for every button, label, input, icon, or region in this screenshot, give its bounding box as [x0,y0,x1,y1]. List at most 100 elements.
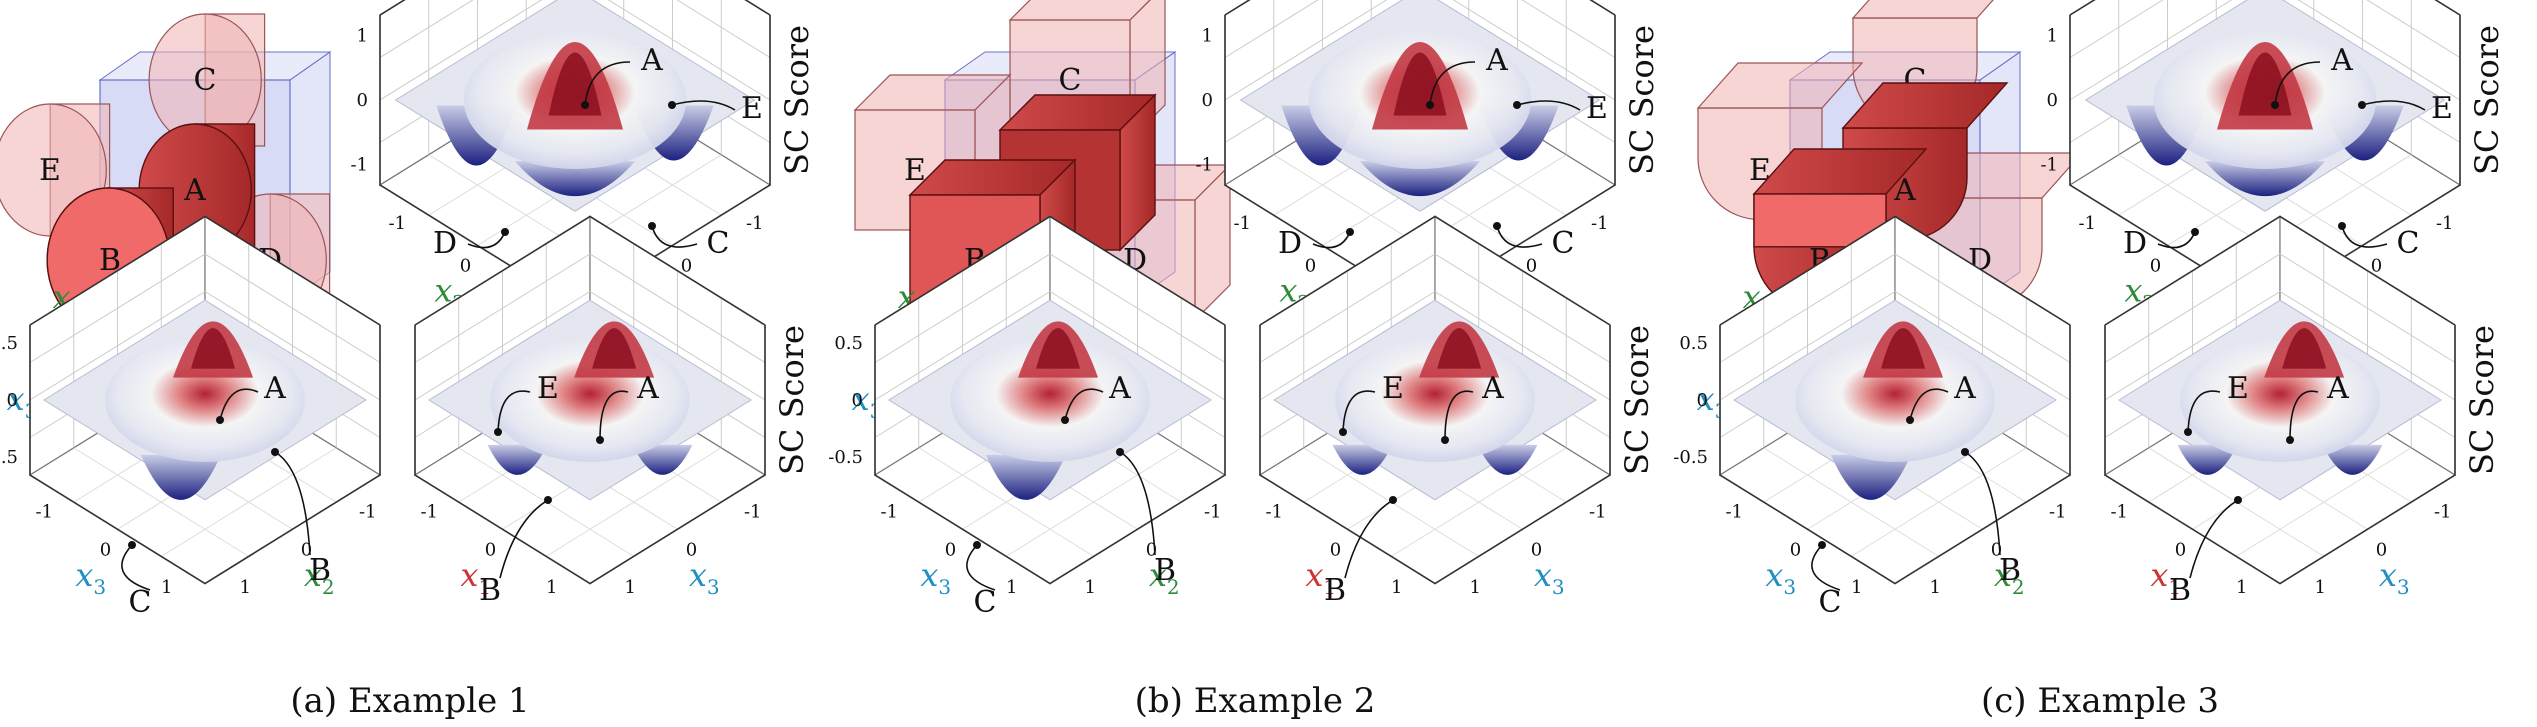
panel-3-bl-surface-bulge [1795,338,1995,462]
panel-3-top-xtick-left: 0 [2150,255,2161,276]
panel-3-br-xtick-left: 0 [2175,539,2186,560]
panel-2-br-frame [1259,325,1611,585]
panel-1-bl-annot-dot [271,448,279,456]
panel-2-top-xtick-left: 0 [1305,255,1316,276]
panel-1-top-annot-label: A [640,43,663,78]
panel-3-br-annot-arrow [2187,390,2221,433]
panel-1-bl-frame-top [29,215,381,326]
panel-1-bl-annot-dot [216,416,224,424]
panel-1-top-annot-arrow [651,225,698,248]
panel-3-br-annot-arrow [2189,499,2239,579]
panel-2-br-annot-arrow [1444,390,1474,441]
panel-1-br-annot-dot [544,496,552,504]
panel-2-bl-grid [1005,447,1182,557]
panel-2-top-annot-arrow [1496,225,1543,248]
panel-3-bl-xtick-left: -1 [1725,501,1743,522]
panel-1-br-annot-label: B [479,573,501,608]
panel-3-top-grid [2366,0,2461,58]
panel-2-br-frame-top [1259,215,1611,326]
panel-2-top-annot-dot [1426,101,1434,109]
panel-2-br-grid [1434,253,1611,363]
panel-2-bl-grid [874,253,1051,363]
panel-3-br-annot-label: E [2227,371,2249,406]
panel-3-shape-label-E: E [1749,153,1771,188]
panel-3-br-xtick-right: 1 [2315,577,2326,598]
panel-3-top-surface-dip [2205,161,2325,197]
panel-1-br-surface-dip [632,444,693,475]
panel-3-bl-surface-dip [1830,454,1911,500]
panel-1-br-ylabel: SC Score [773,325,811,475]
panel-2-bl-surface-dip [985,454,1066,500]
panel-2-bl-annot-label: A [1108,371,1131,406]
panel-2-bl-ztick: 0.5 [834,333,863,354]
panel-2-br-annot-label: A [1481,371,1504,406]
panel-1-bl-grid [29,253,206,363]
panel-2-br-axis-right: x3 [1534,556,1565,599]
panel-3-bl-xtick-right: 0 [1991,539,2002,560]
panel-3-top-annot-arrow [2274,61,2321,106]
panel-1-shape-label-E: E [39,153,61,188]
panel-2-shape-label-C: C [1059,63,1082,98]
panel-2-br-annot-arrow [1342,390,1376,433]
panel-3-br-surface-peak-core [2282,328,2327,369]
panel-1: CEDABx1x2x310-1-101-101x2x1SC ScoreAEDC0… [0,0,816,721]
panel-1-bl-surface-bulge [105,338,305,462]
panel-3-top-annot-arrow [2361,100,2426,111]
panel-2-bl-ztick: -0.5 [828,447,863,468]
panel-3-top-xtick-right: -1 [2436,213,2454,234]
panel-2-bl-grid [1049,253,1226,363]
panel-1-top-ztick: -1 [350,155,368,176]
panel-3-br-annot-label: A [2326,371,2349,406]
panel-3-br-grid [2104,253,2281,363]
panel-1-br-grid [414,253,591,363]
panel-1-bl-annot-arrow [219,388,259,421]
panel-1-br-xtick-right: 0 [686,539,697,560]
panel-2-bl-xtick-left: 0 [945,539,956,560]
panel-3-bl-annot-dot [1818,541,1826,549]
panel-1-shape-label-B: B [99,243,121,278]
panel-3-bl-surface-peak-core [1881,328,1926,369]
panel-1-top-annot-arrow [671,100,736,111]
panel-2-br-annot-dot [1441,436,1449,444]
panel-2-br-axis-left: x1 [1305,556,1336,599]
panel-1-br-surface-peak-core [592,328,637,369]
panel-2-bl-annot-arrow [1064,388,1104,421]
panel-2-top-annot-arrow [1516,100,1581,111]
panel-1-bl-annot-label: A [263,371,286,406]
panel-2-br-surface-dip [1477,444,1538,475]
panel-2-top-xtick-right: 0 [1526,255,1537,276]
panel-1-br-frame-top [414,215,766,326]
panel-2-top-annot-dot [1493,222,1501,230]
panel-1-bl-annot-label: B [309,553,331,588]
panel-3-top-annot-dot [2338,222,2346,230]
panel-2-top-surface-peak-core [1393,52,1447,116]
panel-1-shape-label-A: A [183,173,206,208]
panel-3-bl-annot-label: A [1953,371,1976,406]
panel-2-bl-annot-arrow [1119,451,1156,556]
panel-1-br-annot-label: A [636,371,659,406]
panel-2-br-xtick-left: 0 [1330,539,1341,560]
panel-2-bl-axis-left: x3 [920,556,951,599]
panel-1-br-xtick-right: 1 [625,577,636,598]
panel-3-br-xtick-right: -1 [2434,501,2452,522]
panel-2-br-xtick-left: 1 [1391,577,1402,598]
panel-3-top-xtick-left: -1 [2078,213,2096,234]
panel-2-bl-axis-right: x2 [1149,556,1180,599]
panel-1-br-grid [589,253,766,363]
panel-2-bl-xtick-left: -1 [880,501,898,522]
panel-1-br-annot-label: E [537,371,559,406]
panel-3-br-xtick-right: 0 [2376,539,2387,560]
panel-2-bl-surface-bulge [950,338,1150,462]
panel-3-bl-annot-arrow [1964,451,2001,556]
panel-2-br-surface-dip [1332,444,1393,475]
panel-3-bl-annot-arrow [1909,388,1949,421]
panel-1-top-annot-dot [581,101,589,109]
panel-3-br-annot-dot [2286,436,2294,444]
panel-3-bl-xtick-left: 0 [1790,539,1801,560]
panel-3-top-ylabel: SC Score [2468,25,2506,175]
panel-2-top-xtick-left: -1 [1233,213,1251,234]
panel-3-br-xtick-left: -1 [2110,501,2128,522]
